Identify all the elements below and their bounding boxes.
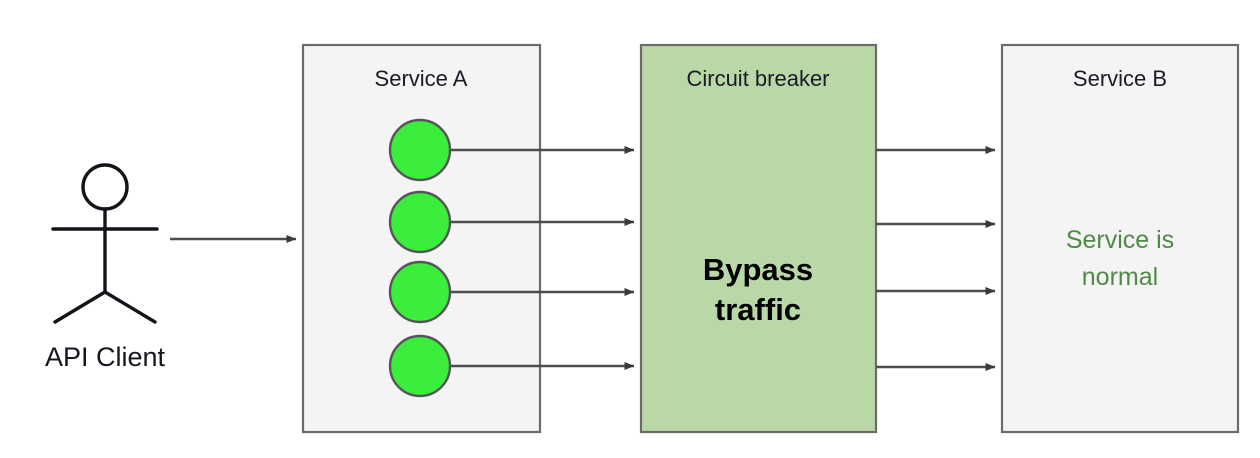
box-service-b[interactable]: Service B Service is normal: [1000, 43, 1240, 434]
status-node-circle-3[interactable]: [388, 260, 452, 324]
box-circuit-breaker-rect: [639, 43, 878, 434]
status-node-circle-4[interactable]: [388, 334, 452, 398]
status-node-circle-1[interactable]: [388, 118, 452, 182]
box-service-b-body-line-2: normal: [1082, 263, 1158, 291]
actor-label-api-client: API Client: [45, 342, 166, 372]
box-service-a-label: Service A: [375, 66, 468, 91]
stick-figure-actor-icon: [51, 163, 159, 324]
box-circuit-breaker-body-line-1: Bypass: [703, 252, 813, 287]
box-service-b-body-line-1: Service is: [1066, 226, 1174, 254]
box-circuit-breaker-body-line-2: traffic: [715, 292, 801, 327]
actor-right-leg-line: [103, 290, 157, 324]
box-circuit-breaker[interactable]: Circuit breaker Bypass traffic: [639, 43, 878, 434]
actor-head-icon: [81, 163, 129, 211]
status-node-circle-2[interactable]: [388, 190, 452, 254]
box-service-b-label: Service B: [1073, 66, 1167, 91]
actor-left-leg-line: [53, 290, 107, 324]
box-circuit-breaker-label: Circuit breaker: [686, 66, 829, 91]
box-service-b-rect: [1000, 43, 1240, 434]
